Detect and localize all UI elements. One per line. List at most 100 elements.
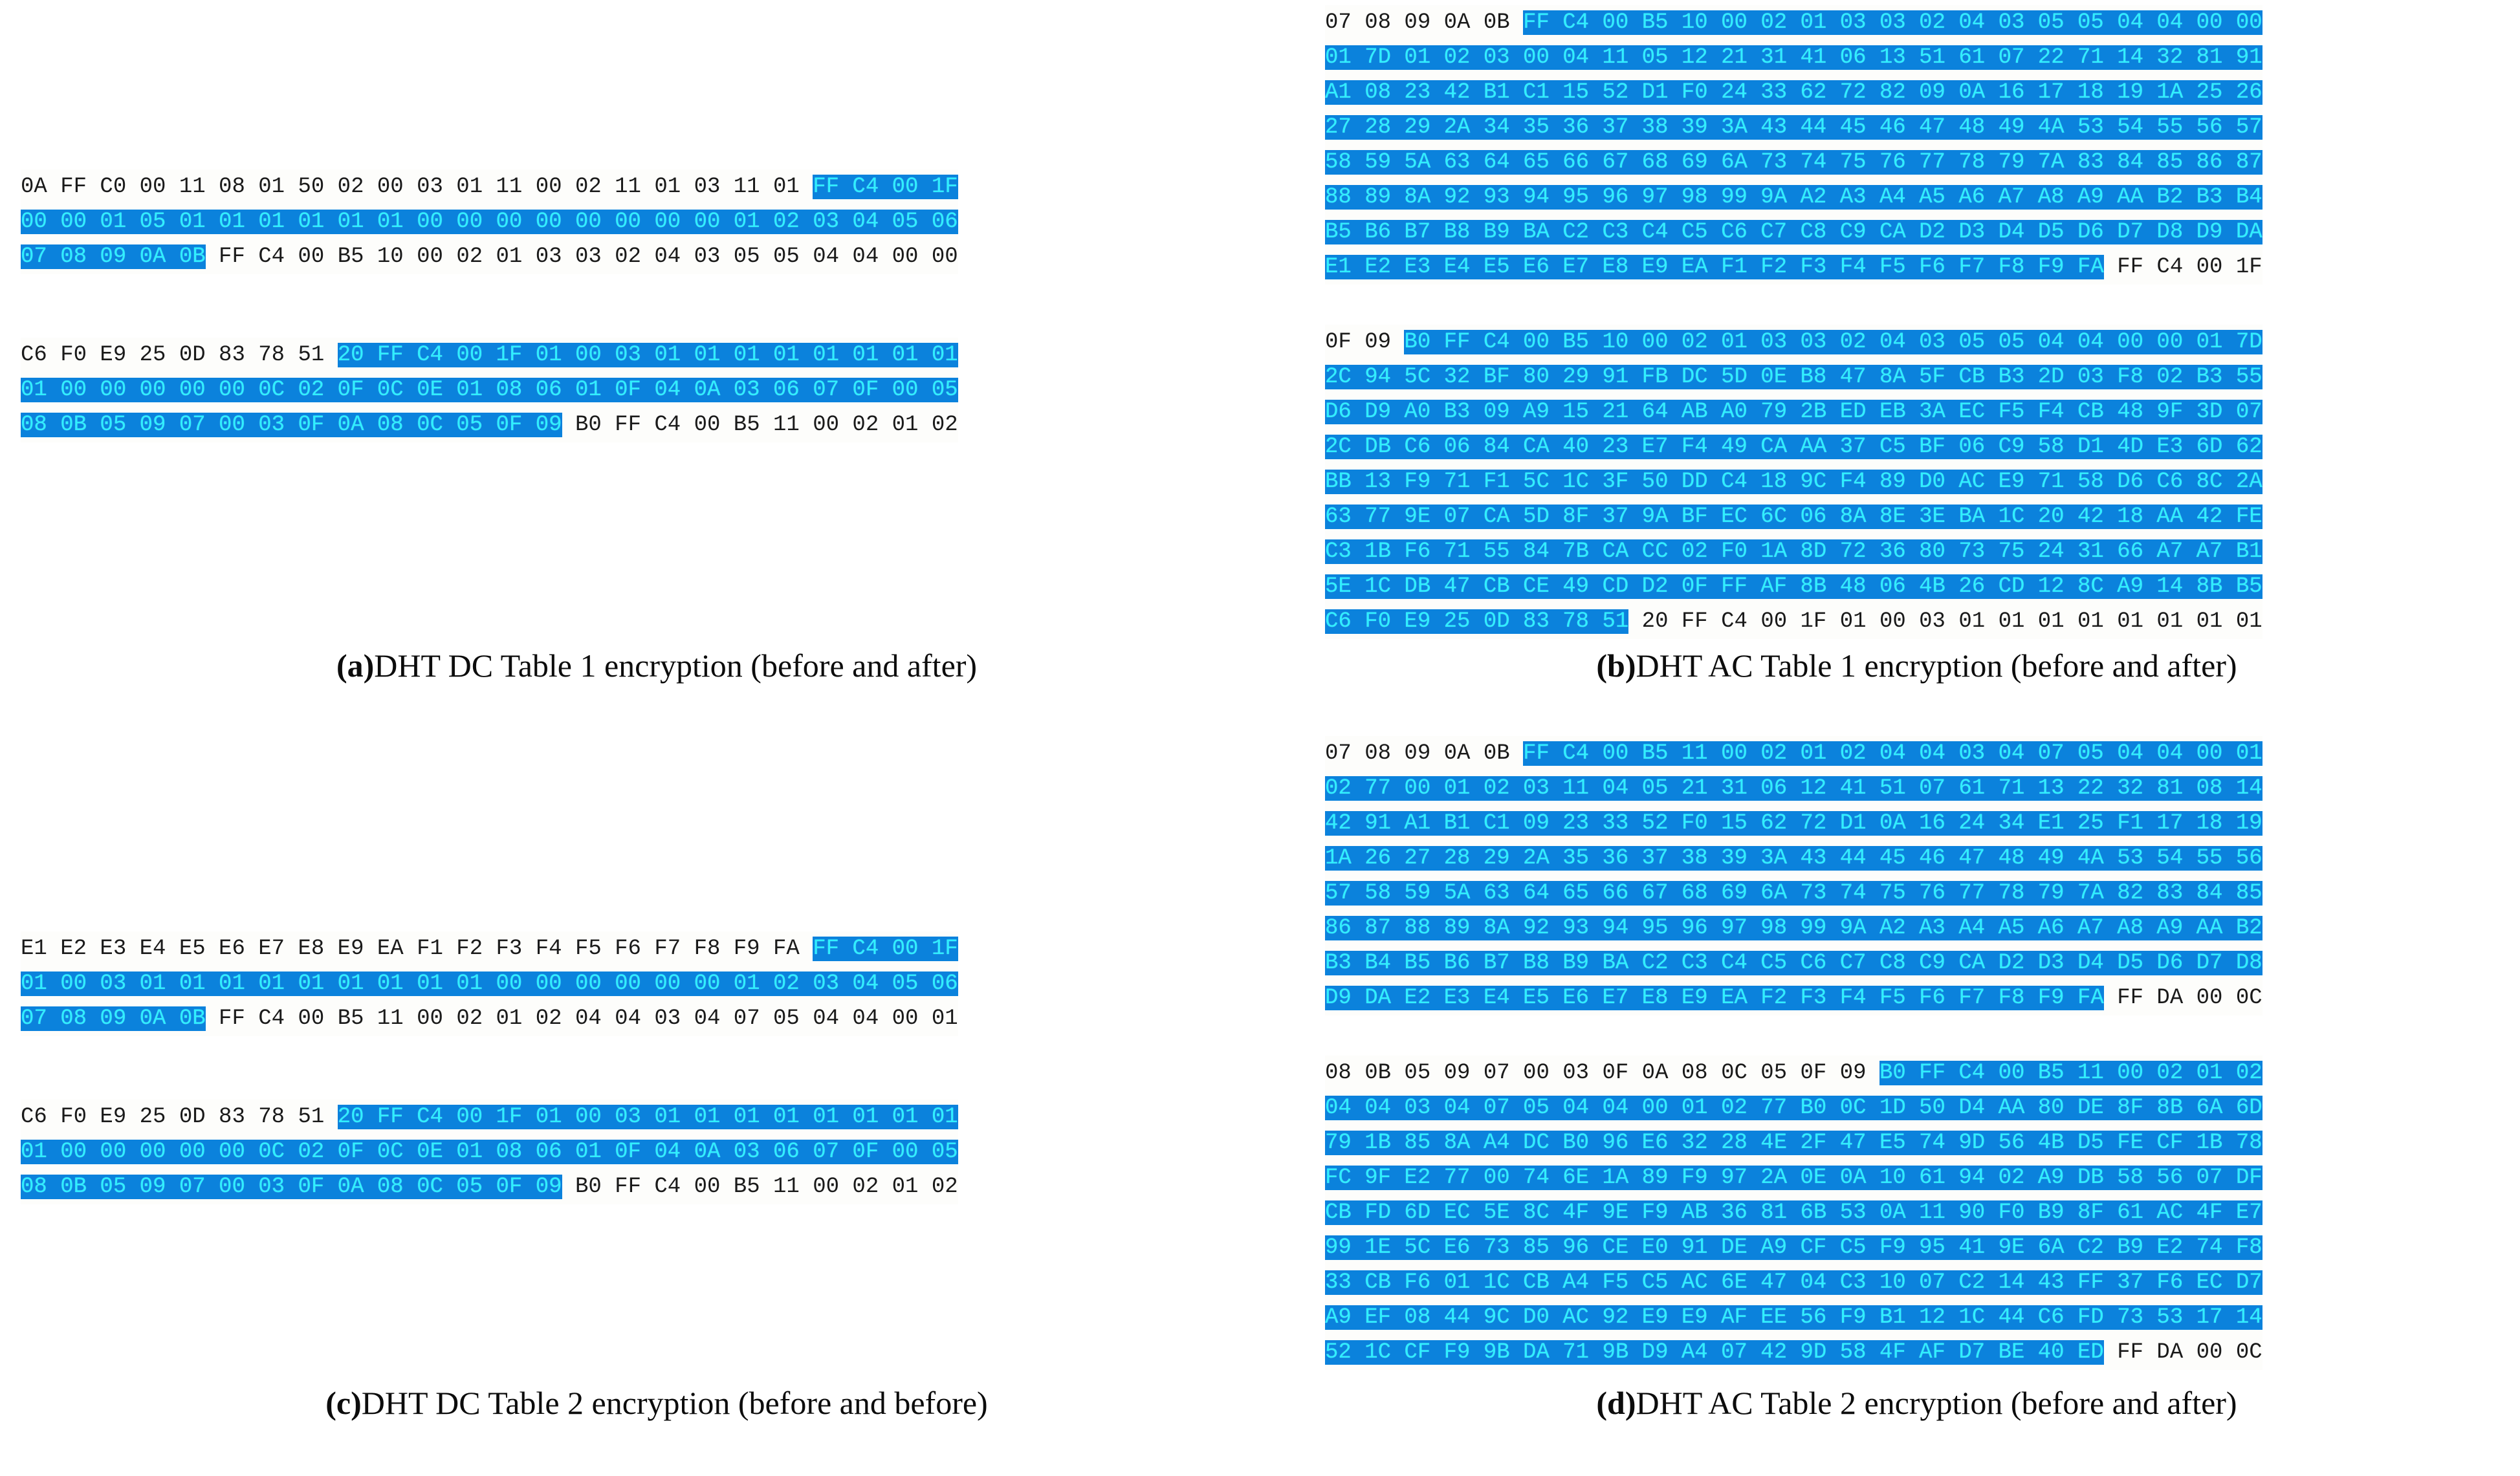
hex-dump-before[interactable]: 07 08 09 0A 0B FF C4 00 B5 11 00 02 01 0…: [1325, 736, 2263, 1015]
hex-segment-highlighted: D6 D9 A0 B3 09 A9 15 21 64 AB A0 79 2B E…: [1325, 400, 2263, 424]
hex-segment-highlighted: 07 08 09 0A 0B: [21, 244, 206, 269]
hex-row: E1 E2 E3 E4 E5 E6 E7 E8 E9 EA F1 F2 F3 F…: [21, 931, 958, 966]
panel-a-caption: (a)DHT DC Table 1 encryption (before and…: [0, 647, 1313, 684]
hex-segment-highlighted: 5E 1C DB 47 CB CE 49 CD D2 0F FF AF 8B 4…: [1325, 574, 2263, 599]
hex-segment-highlighted: B5 B6 B7 B8 B9 BA C2 C3 C4 C5 C6 C7 C8 C…: [1325, 220, 2263, 244]
hex-segment-highlighted: C3 1B F6 71 55 84 7B CA CC 02 F0 1A 8D 7…: [1325, 539, 2263, 564]
panel-c-caption-label: (c): [325, 1385, 362, 1421]
hex-dump-before[interactable]: E1 E2 E3 E4 E5 E6 E7 E8 E9 EA F1 F2 F3 F…: [21, 931, 958, 1036]
hex-row: C6 F0 E9 25 0D 83 78 51 20 FF C4 00 1F 0…: [21, 1100, 958, 1134]
hex-segment-highlighted: 00 00 01 05 01 01 01 01 01 01 00 00 00 0…: [21, 210, 958, 234]
hex-row: 02 77 00 01 02 03 11 04 05 21 31 06 12 4…: [1325, 771, 2263, 806]
hex-row: 04 04 03 04 07 05 04 04 00 01 02 77 B0 0…: [1325, 1091, 2263, 1125]
hex-row: D9 DA E2 E3 E4 E5 E6 E7 E8 E9 EA F2 F3 F…: [1325, 981, 2263, 1015]
hex-dump-after[interactable]: 0F 09 B0 FF C4 00 B5 10 00 02 01 03 03 0…: [1325, 325, 2263, 639]
hex-segment-highlighted: 07 08 09 0A 0B: [21, 1006, 206, 1031]
hex-dump-after[interactable]: 08 0B 05 09 07 00 03 0F 0A 08 0C 05 0F 0…: [1325, 1056, 2263, 1370]
hex-segment-highlighted: BB 13 F9 71 F1 5C 1C 3F 50 DD C4 18 9C F…: [1325, 470, 2263, 494]
panel-b-caption-label: (b): [1596, 647, 1636, 684]
hex-segment-highlighted: D9 DA E2 E3 E4 E5 E6 E7 E8 E9 EA F2 F3 F…: [1325, 986, 2104, 1010]
hex-segment-highlighted: CB FD 6D EC 5E 8C 4F 9E F9 AB 36 81 6B 5…: [1325, 1200, 2263, 1225]
hex-row: 01 7D 01 02 03 00 04 11 05 12 21 31 41 0…: [1325, 40, 2263, 75]
hex-segment-highlighted: 01 00 03 01 01 01 01 01 01 01 01 01 00 0…: [21, 971, 958, 996]
hex-row: 0F 09 B0 FF C4 00 B5 10 00 02 01 03 03 0…: [1325, 325, 2263, 360]
panel-a: 0A FF C0 00 11 08 01 50 02 00 03 01 11 0…: [0, 0, 1313, 731]
hex-segment-highlighted: 79 1B 85 8A A4 DC B0 96 E6 32 28 4E 2F 4…: [1325, 1131, 2263, 1155]
panel-d: 07 08 09 0A 0B FF C4 00 B5 11 00 02 01 0…: [1313, 731, 2520, 1476]
hex-row: C3 1B F6 71 55 84 7B CA CC 02 F0 1A 8D 7…: [1325, 534, 2263, 569]
hex-segment-plain: 0A FF C0 00 11 08 01 50 02 00 03 01 11 0…: [21, 175, 813, 199]
hex-segment-highlighted: FF C4 00 B5 10 00 02 01 03 03 02 04 03 0…: [1523, 10, 2263, 35]
panel-b-caption: (b)DHT AC Table 1 encryption (before and…: [1313, 647, 2520, 684]
hex-segment-highlighted: FC 9F E2 77 00 74 6E 1A 89 F9 97 2A 0E 0…: [1325, 1166, 2263, 1190]
hex-segment-plain: 20 FF C4 00 1F 01 00 03 01 01 01 01 01 0…: [1628, 609, 2263, 634]
hex-segment-plain: FF C4 00 B5 11 00 02 01 02 04 04 03 04 0…: [205, 1006, 958, 1031]
hex-segment-highlighted: 2C 94 5C 32 BF 80 29 91 FB DC 5D 0E B8 4…: [1325, 365, 2263, 389]
hex-segment-plain: FF C4 00 B5 10 00 02 01 03 03 02 04 03 0…: [205, 244, 958, 269]
hex-row: 0A FF C0 00 11 08 01 50 02 00 03 01 11 0…: [21, 169, 958, 204]
hex-row: 07 08 09 0A 0B FF C4 00 B5 10 00 02 01 0…: [21, 239, 958, 274]
hex-row: 58 59 5A 63 64 65 66 67 68 69 6A 73 74 7…: [1325, 145, 2263, 180]
hex-row: 57 58 59 5A 63 64 65 66 67 68 69 6A 73 7…: [1325, 876, 2263, 911]
hex-segment-highlighted: 08 0B 05 09 07 00 03 0F 0A 08 0C 05 0F 0…: [21, 1175, 562, 1199]
hex-segment-highlighted: 52 1C CF F9 9B DA 71 9B D9 A4 07 42 9D 5…: [1325, 1340, 2104, 1365]
hex-segment-plain: C6 F0 E9 25 0D 83 78 51: [21, 343, 338, 367]
hex-segment-highlighted: 63 77 9E 07 CA 5D 8F 37 9A BF EC 6C 06 8…: [1325, 505, 2263, 529]
hex-row: CB FD 6D EC 5E 8C 4F 9E F9 AB 36 81 6B 5…: [1325, 1195, 2263, 1230]
hex-row: B5 B6 B7 B8 B9 BA C2 C3 C4 C5 C6 C7 C8 C…: [1325, 215, 2263, 250]
hex-row: 08 0B 05 09 07 00 03 0F 0A 08 0C 05 0F 0…: [21, 1169, 958, 1204]
hex-segment-highlighted: 02 77 00 01 02 03 11 04 05 21 31 06 12 4…: [1325, 776, 2263, 801]
hex-row: D6 D9 A0 B3 09 A9 15 21 64 AB A0 79 2B E…: [1325, 395, 2263, 429]
hex-row: 01 00 00 00 00 00 0C 02 0F 0C 0E 01 08 0…: [21, 1134, 958, 1169]
hex-row: C6 F0 E9 25 0D 83 78 51 20 FF C4 00 1F 0…: [1325, 604, 2263, 639]
hex-row: BB 13 F9 71 F1 5C 1C 3F 50 DD C4 18 9C F…: [1325, 464, 2263, 499]
hex-segment-highlighted: FF C4 00 1F: [813, 175, 958, 199]
hex-row: 86 87 88 89 8A 92 93 94 95 96 97 98 99 9…: [1325, 911, 2263, 946]
hex-row: 63 77 9E 07 CA 5D 8F 37 9A BF EC 6C 06 8…: [1325, 499, 2263, 534]
hex-segment-plain: B0 FF C4 00 B5 11 00 02 01 02: [562, 1175, 958, 1199]
hex-row: 00 00 01 05 01 01 01 01 01 01 00 00 00 0…: [21, 204, 958, 239]
panel-c-caption: (c)DHT DC Table 2 encryption (before and…: [0, 1384, 1313, 1422]
hex-dump-before[interactable]: 0A FF C0 00 11 08 01 50 02 00 03 01 11 0…: [21, 169, 958, 274]
panel-c-caption-text: DHT DC Table 2 encryption (before and be…: [361, 1385, 988, 1421]
hex-segment-highlighted: FF C4 00 1F: [813, 937, 958, 961]
hex-segment-highlighted: A9 EF 08 44 9C D0 AC 92 E9 E9 AF EE 56 F…: [1325, 1305, 2263, 1330]
hex-row: 79 1B 85 8A A4 DC B0 96 E6 32 28 4E 2F 4…: [1325, 1125, 2263, 1160]
hex-segment-highlighted: 42 91 A1 B1 C1 09 23 33 52 F0 15 62 72 D…: [1325, 811, 2263, 836]
hex-row: 1A 26 27 28 29 2A 35 36 37 38 39 3A 43 4…: [1325, 841, 2263, 876]
hex-row: 01 00 03 01 01 01 01 01 01 01 01 01 00 0…: [21, 966, 958, 1001]
hex-segment-highlighted: 88 89 8A 92 93 94 95 96 97 98 99 9A A2 A…: [1325, 185, 2263, 210]
hex-segment-highlighted: E1 E2 E3 E4 E5 E6 E7 E8 E9 EA F1 F2 F3 F…: [1325, 255, 2104, 279]
hex-segment-highlighted: 01 00 00 00 00 00 0C 02 0F 0C 0E 01 08 0…: [21, 378, 958, 402]
hex-segment-plain: FF DA 00 0C: [2103, 1340, 2263, 1365]
hex-dump-after[interactable]: C6 F0 E9 25 0D 83 78 51 20 FF C4 00 1F 0…: [21, 338, 958, 442]
hex-segment-plain: 0F 09: [1325, 330, 1405, 354]
hex-segment-highlighted: B0 FF C4 00 B5 11 00 02 01 02: [1879, 1061, 2263, 1085]
hex-segment-highlighted: 08 0B 05 09 07 00 03 0F 0A 08 0C 05 0F 0…: [21, 413, 562, 437]
hex-segment-highlighted: 86 87 88 89 8A 92 93 94 95 96 97 98 99 9…: [1325, 916, 2263, 940]
hex-segment-highlighted: 20 FF C4 00 1F 01 00 03 01 01 01 01 01 0…: [337, 343, 958, 367]
hex-row: 2C DB C6 06 84 CA 40 23 E7 F4 49 CA AA 3…: [1325, 429, 2263, 464]
hex-row: 27 28 29 2A 34 35 36 37 38 39 3A 43 44 4…: [1325, 110, 2263, 145]
hex-segment-highlighted: 04 04 03 04 07 05 04 04 00 01 02 77 B0 0…: [1325, 1096, 2263, 1120]
hex-segment-highlighted: 2C DB C6 06 84 CA 40 23 E7 F4 49 CA AA 3…: [1325, 435, 2263, 459]
hex-segment-plain: 07 08 09 0A 0B: [1325, 10, 1524, 35]
hex-segment-plain: 08 0B 05 09 07 00 03 0F 0A 08 0C 05 0F 0…: [1325, 1061, 1879, 1085]
hex-dump-after[interactable]: C6 F0 E9 25 0D 83 78 51 20 FF C4 00 1F 0…: [21, 1100, 958, 1204]
hex-row: 07 08 09 0A 0B FF C4 00 B5 10 00 02 01 0…: [1325, 5, 2263, 40]
hex-segment-plain: B0 FF C4 00 B5 11 00 02 01 02: [562, 413, 958, 437]
hex-segment-highlighted: C6 F0 E9 25 0D 83 78 51: [1325, 609, 1629, 634]
hex-segment-highlighted: 01 00 00 00 00 00 0C 02 0F 0C 0E 01 08 0…: [21, 1140, 958, 1164]
hex-segment-highlighted: B0 FF C4 00 B5 10 00 02 01 03 03 02 04 0…: [1404, 330, 2263, 354]
hex-segment-highlighted: A1 08 23 42 B1 C1 15 52 D1 F0 24 33 62 7…: [1325, 80, 2263, 105]
hex-segment-highlighted: 1A 26 27 28 29 2A 35 36 37 38 39 3A 43 4…: [1325, 846, 2263, 871]
hex-row: 07 08 09 0A 0B FF C4 00 B5 11 00 02 01 0…: [1325, 736, 2263, 771]
hex-row: 07 08 09 0A 0B FF C4 00 B5 11 00 02 01 0…: [21, 1001, 958, 1036]
hex-row: 88 89 8A 92 93 94 95 96 97 98 99 9A A2 A…: [1325, 180, 2263, 215]
hex-row: A1 08 23 42 B1 C1 15 52 D1 F0 24 33 62 7…: [1325, 75, 2263, 110]
hex-segment-highlighted: B3 B4 B5 B6 B7 B8 B9 BA C2 C3 C4 C5 C6 C…: [1325, 951, 2263, 975]
hex-segment-plain: 07 08 09 0A 0B: [1325, 741, 1524, 766]
hex-segment-plain: FF C4 00 1F: [2103, 255, 2263, 279]
hex-dump-before[interactable]: 07 08 09 0A 0B FF C4 00 B5 10 00 02 01 0…: [1325, 5, 2263, 285]
